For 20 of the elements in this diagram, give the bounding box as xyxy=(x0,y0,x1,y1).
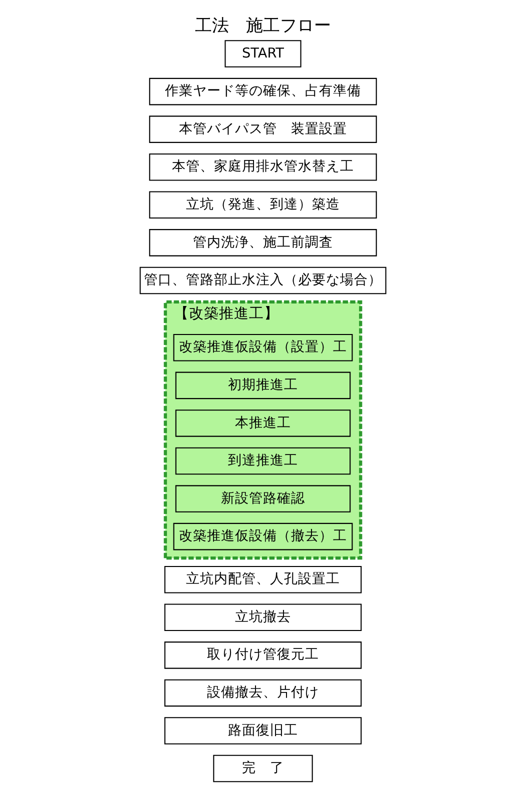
diagram-title: 工法 施工フロー xyxy=(195,14,331,34)
node-box: 路面復旧工 xyxy=(164,716,362,744)
node-box: 立坑内配管、人孔設置工 xyxy=(164,565,362,593)
node-box: 作業ヤード等の確保、占有準備 xyxy=(149,77,377,105)
node-box: 到達推進工 xyxy=(175,446,351,474)
node-box: 本管バイパス管 装置設置 xyxy=(149,115,377,142)
node-box: 完 了 xyxy=(213,754,313,782)
node-box: 改築推進仮設備（設置）工 xyxy=(173,334,353,361)
node-box: 初期推進工 xyxy=(175,371,351,399)
node-box: 管内洗浄、施工前調査 xyxy=(149,228,377,256)
node-box: 取り付け管復元工 xyxy=(164,641,362,668)
node-box: START xyxy=(224,40,302,67)
node-box: 設備撤去、片付け xyxy=(164,678,362,706)
node-box: 立坑（発進、到達）築造 xyxy=(149,190,377,218)
node-box: 本管、家庭用排水管水替え工 xyxy=(149,152,377,180)
node-box: 立坑撤去 xyxy=(164,603,362,631)
node-box: 本推進工 xyxy=(175,409,351,436)
node-box: 管口、管路部止水注入（必要な場合） xyxy=(140,266,386,294)
node-box: 新設管路確認 xyxy=(175,484,351,512)
node-box: 改築推進仮設備（撤去）工 xyxy=(173,522,353,550)
